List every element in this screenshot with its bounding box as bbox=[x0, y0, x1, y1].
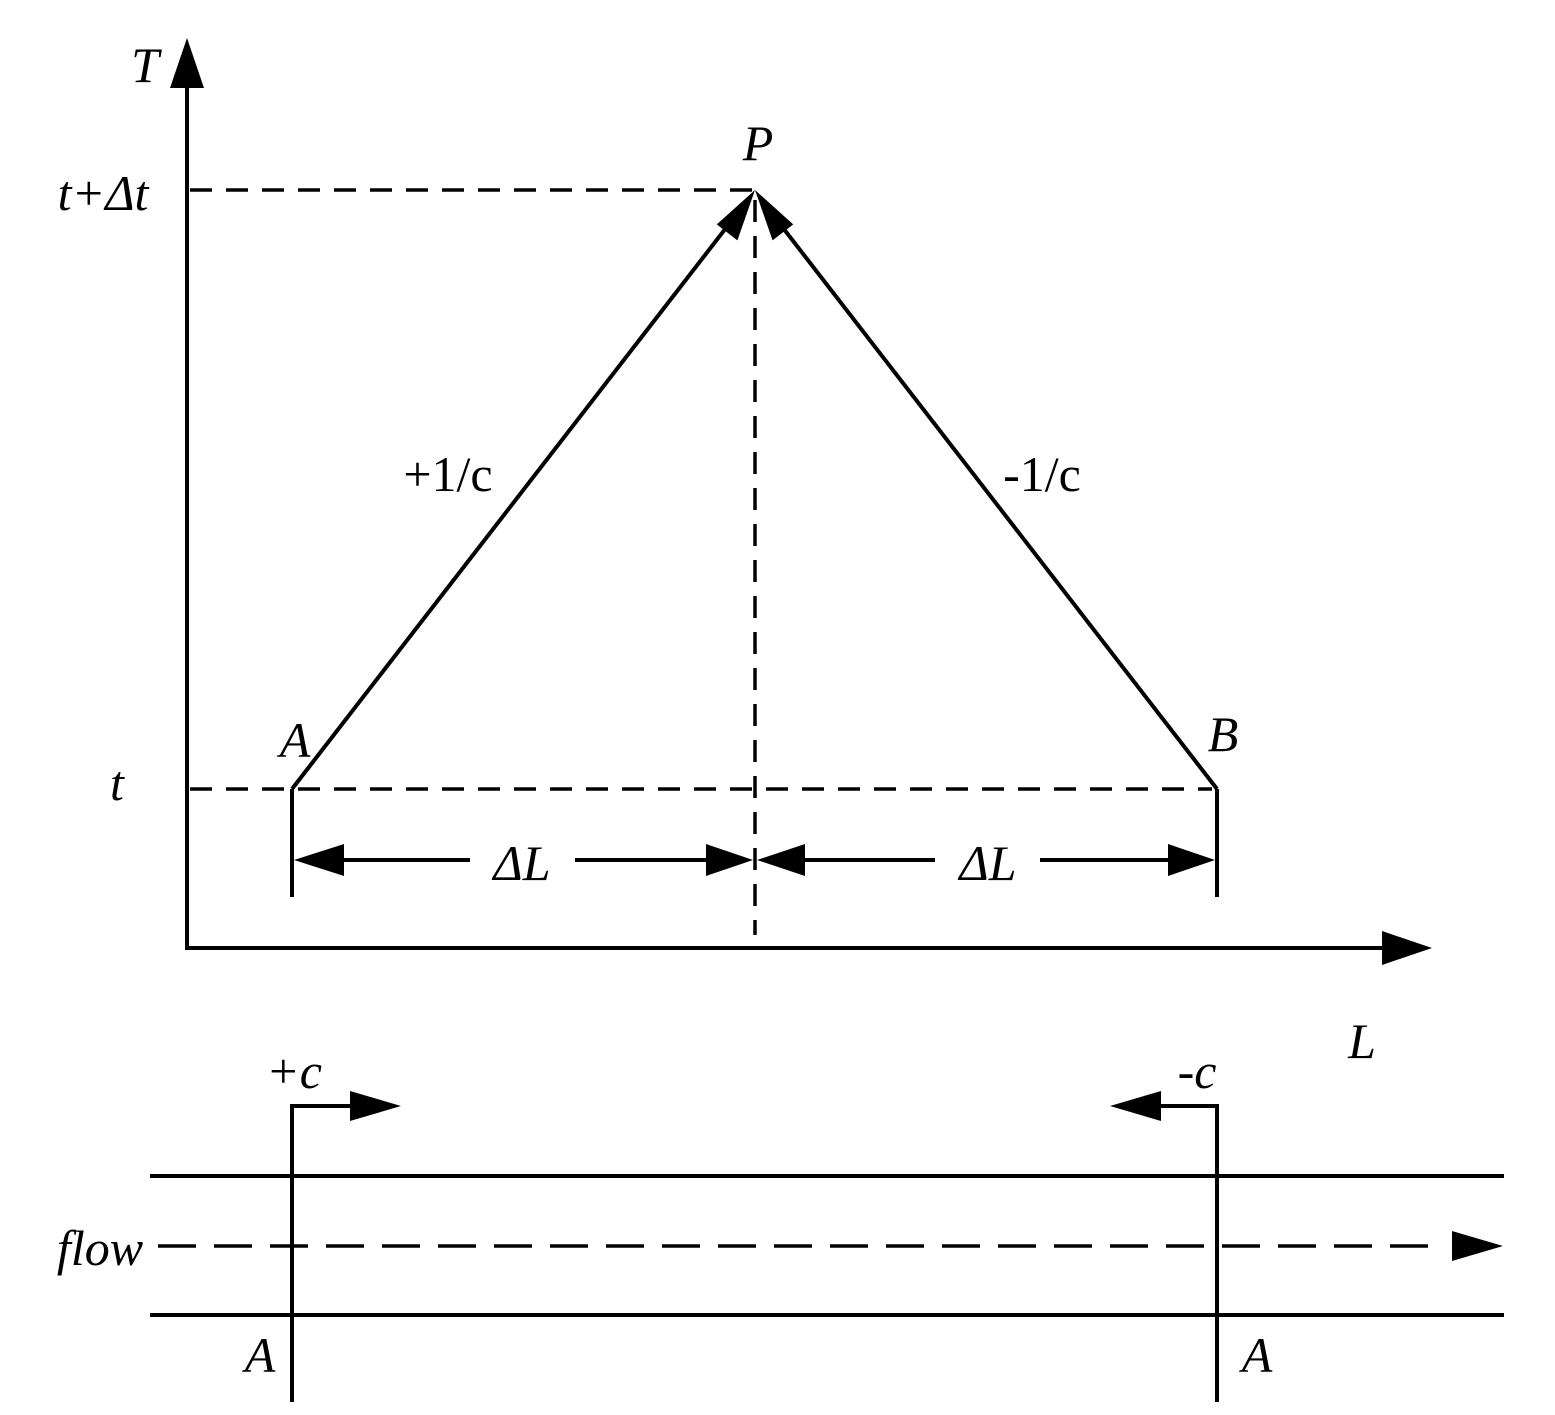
characteristic-line-positive bbox=[290, 190, 755, 791]
dimension-left-end-arrow-icon bbox=[706, 844, 753, 876]
slope-label-positive: +1/c bbox=[403, 446, 492, 502]
flow-arrow-icon bbox=[1452, 1231, 1503, 1261]
section-left bbox=[290, 1091, 401, 1402]
flow-label: flow bbox=[57, 1220, 143, 1276]
tick-label-t: t bbox=[110, 755, 125, 811]
l-axis bbox=[185, 931, 1432, 965]
dimension-left bbox=[294, 844, 753, 876]
characteristic-line-negative bbox=[755, 190, 1219, 791]
t-axis-label: T bbox=[131, 37, 162, 93]
point-label-b: B bbox=[1208, 706, 1239, 762]
section-label-right: A bbox=[1239, 1327, 1273, 1383]
section-label-left: A bbox=[242, 1327, 276, 1383]
positive-characteristic-arrow-icon bbox=[716, 190, 755, 241]
dimension-left-start-arrow-icon bbox=[294, 844, 344, 876]
negative-characteristic-arrow-icon bbox=[755, 190, 794, 241]
wave-positive-arrow-icon bbox=[350, 1091, 401, 1121]
tick-label-t-plus-dt: t+Δt bbox=[58, 165, 150, 221]
dimension-right bbox=[757, 844, 1215, 876]
l-axis-arrow-icon bbox=[1382, 931, 1432, 965]
wave-label-negative: -c bbox=[1178, 1043, 1217, 1099]
l-axis-label: L bbox=[1347, 1013, 1376, 1069]
section-right bbox=[1110, 1091, 1219, 1402]
slope-label-negative: -1/c bbox=[1003, 446, 1081, 502]
dimension-label-right: ΔL bbox=[957, 835, 1016, 891]
dimension-right-start-arrow-icon bbox=[757, 844, 805, 876]
dimension-label-left: ΔL bbox=[491, 835, 550, 891]
wave-label-positive: +c bbox=[266, 1043, 322, 1099]
t-axis bbox=[170, 38, 204, 948]
t-axis-arrow-icon bbox=[170, 38, 204, 88]
point-label-a: A bbox=[277, 712, 311, 768]
flow-direction-line bbox=[158, 1231, 1503, 1261]
dimension-right-end-arrow-icon bbox=[1168, 844, 1215, 876]
wave-negative-arrow-icon bbox=[1110, 1091, 1161, 1121]
point-label-p: P bbox=[742, 115, 774, 171]
